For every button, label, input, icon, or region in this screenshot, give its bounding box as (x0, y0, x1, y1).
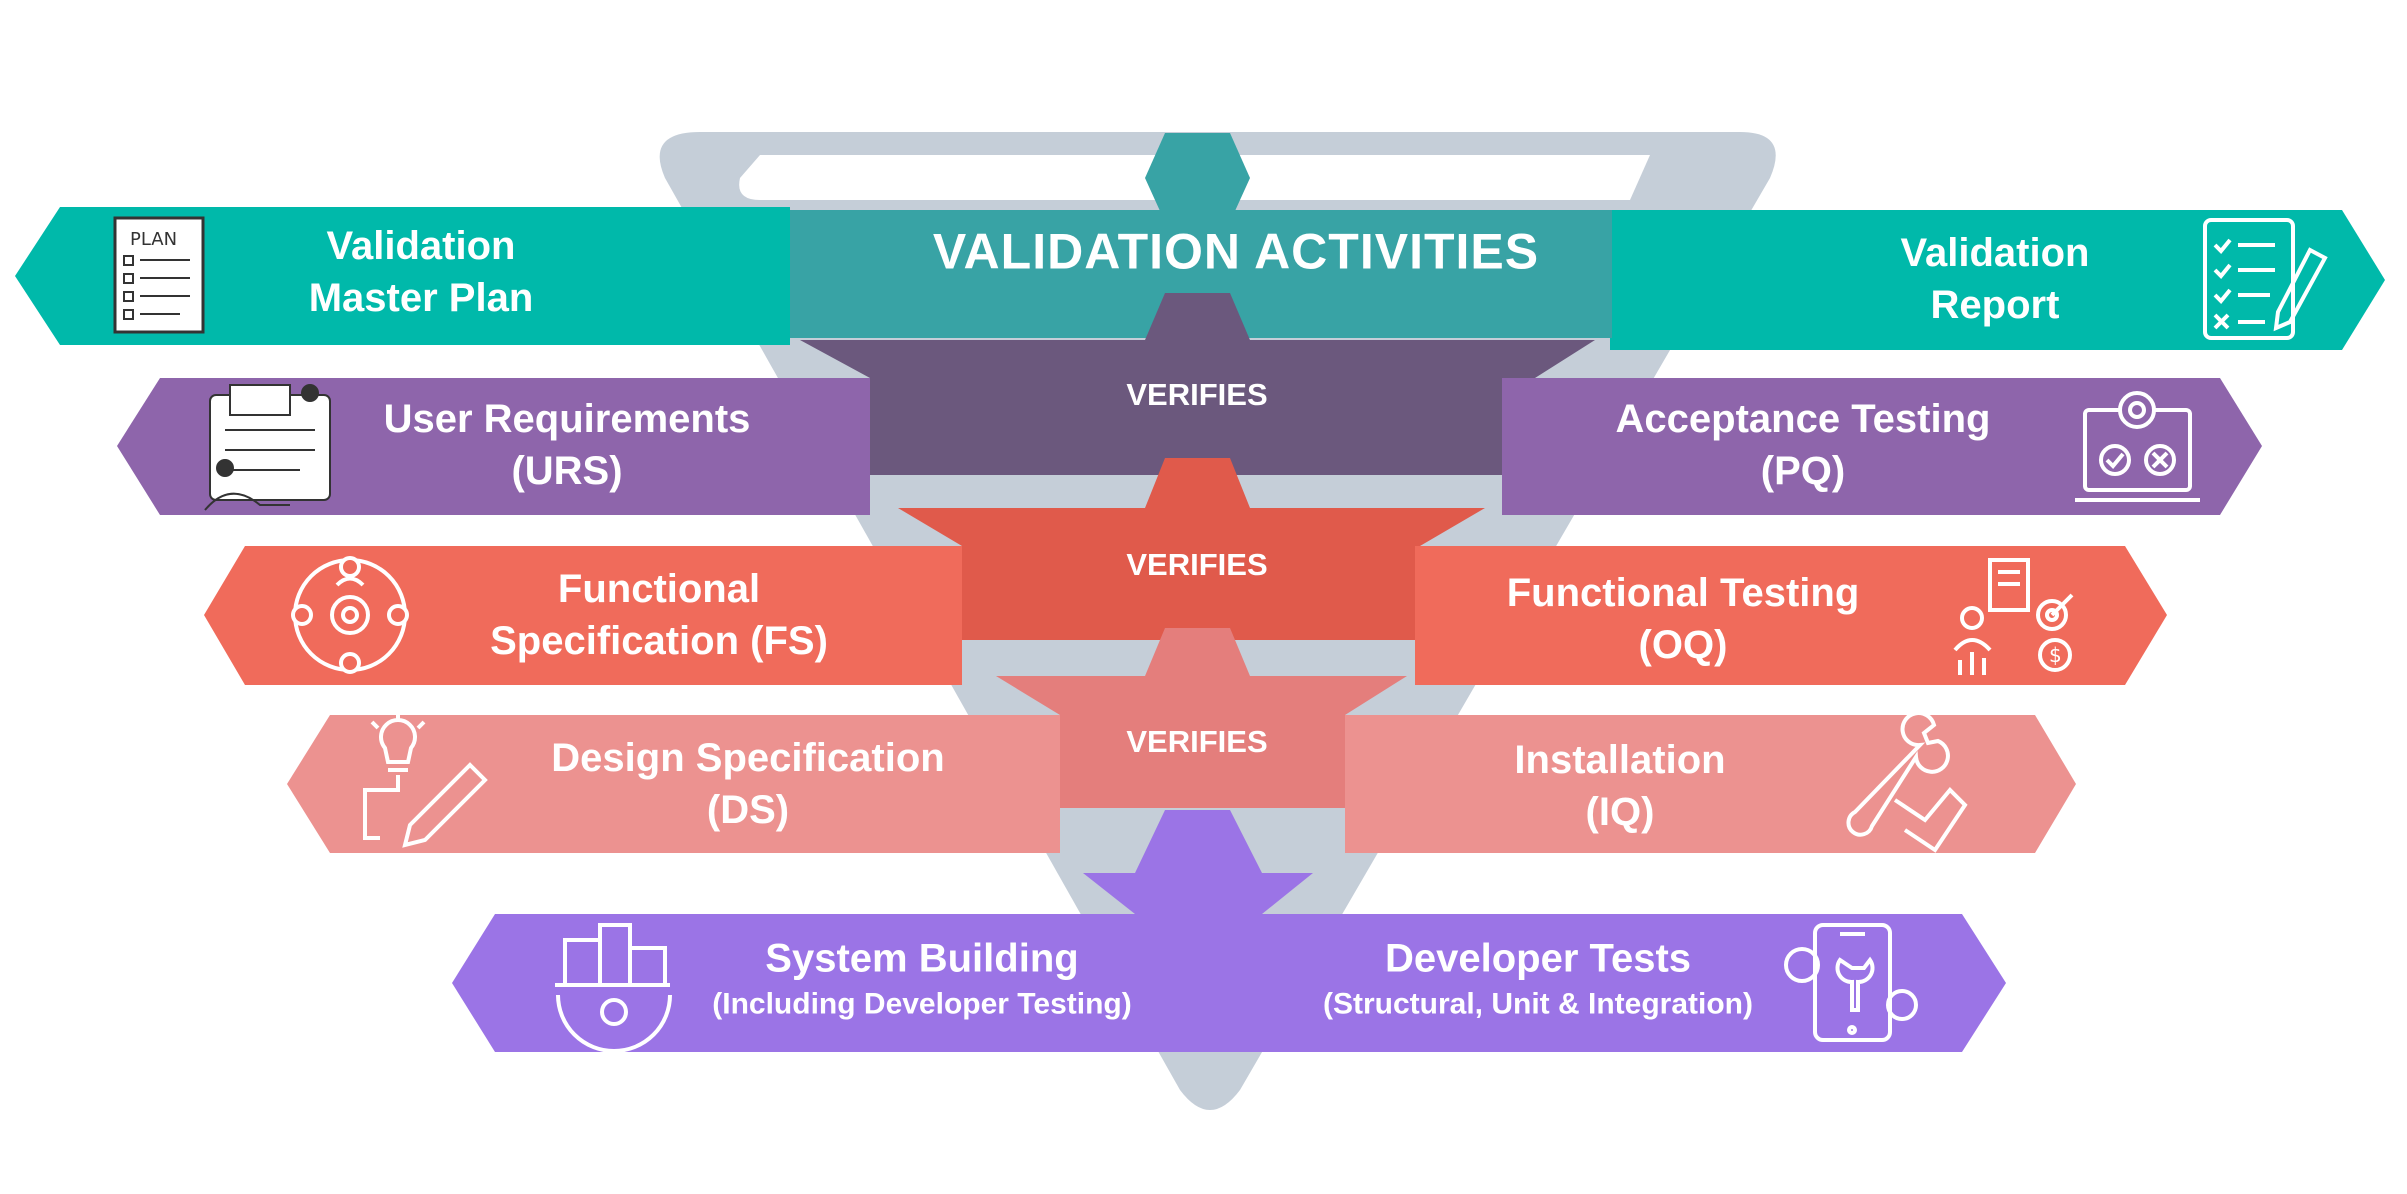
label-line2: (IQ) (1585, 790, 1655, 834)
label-line2: Master Plan (308, 276, 534, 320)
city-gear-icon (555, 923, 672, 1053)
label-line2: (OQ) (1638, 623, 1728, 667)
verifies-label-3: VERIFIES (1126, 723, 1268, 759)
label-functional-specification: Functional Specification (FS) (490, 563, 828, 667)
verifies-3-notch (1145, 628, 1250, 676)
label-functional-testing: Functional Testing (OQ) (1507, 567, 1860, 671)
diagram-title: VALIDATION ACTIVITIES (932, 223, 1540, 280)
label-line1: Functional Testing (1506, 571, 1860, 615)
phone-wrench-icon (1784, 923, 1918, 1042)
label-title: System Building (765, 936, 1079, 981)
label-installation: Installation (IQ) (1514, 734, 1725, 838)
label-design-specification: Design Specification (DS) (551, 732, 944, 836)
banner-system-building (452, 914, 2006, 1052)
label-line1: Acceptance Testing (1615, 397, 1991, 441)
lightbulb-pencil-icon (363, 712, 488, 848)
plan-document-icon: PLAN (113, 216, 205, 334)
label-validation-report: Validation Report (1901, 227, 2090, 331)
svg-text:$: $ (2049, 643, 2062, 667)
label-user-requirements: User Requirements (URS) (384, 393, 751, 497)
label-line1: Validation (1900, 231, 2090, 275)
label-line2: Specification (FS) (490, 619, 828, 663)
label-sub: (Including Developer Testing) (712, 987, 1132, 1021)
label-line1: User Requirements (383, 397, 751, 441)
connector-verifies-3 (996, 676, 1407, 808)
label-developer-tests: Developer Tests (Structural, Unit & Inte… (1323, 933, 1753, 1024)
laptop-gear-icon (2075, 391, 2200, 502)
verifies-label-1: VERIFIES (1126, 376, 1268, 412)
banner-acceptance-testing (1502, 378, 2262, 515)
label-system-building: System Building (Including Developer Tes… (712, 933, 1131, 1024)
wrench-hand-icon (1846, 711, 1968, 853)
banner-installation (1345, 715, 2076, 853)
label-line2: (URS) (511, 449, 623, 493)
banner-functional-testing (1415, 546, 2167, 685)
team-gear-icon (291, 556, 409, 674)
label-line1: Design Specification (551, 736, 945, 780)
svg-text:PLAN: PLAN (130, 229, 177, 250)
connector-verifies-2 (898, 508, 1485, 640)
people-board-icon (204, 384, 331, 511)
label-line1: Installation (1514, 738, 1726, 782)
label-acceptance-testing: Acceptance Testing (PQ) (1616, 393, 1991, 497)
label-line2: (DS) (706, 788, 790, 832)
label-title: Developer Tests (1384, 936, 1692, 981)
arrow-down (1083, 810, 1313, 914)
connector-verifies-1 (800, 340, 1595, 475)
verifies-label-2: VERIFIES (1126, 546, 1268, 582)
verifies-2-notch (1145, 458, 1250, 508)
banner-validation-master-plan (15, 207, 790, 345)
label-line1: Functional (557, 567, 761, 611)
analytics-person-icon: $ (1953, 558, 2074, 675)
banner-validation-report (1610, 210, 2385, 350)
verifies-1-notch (1145, 293, 1250, 340)
label-sub: (Structural, Unit & Integration) (1323, 987, 1753, 1021)
banner-design-specification (287, 715, 1060, 853)
top-hex (1145, 133, 1250, 222)
label-line2: (PQ) (1760, 449, 1846, 493)
checklist-pencil-icon (2203, 218, 2328, 340)
label-line1: Validation (326, 224, 516, 268)
label-validation-master-plan: Validation Master Plan (309, 220, 534, 324)
label-line2: Report (1930, 283, 2060, 327)
